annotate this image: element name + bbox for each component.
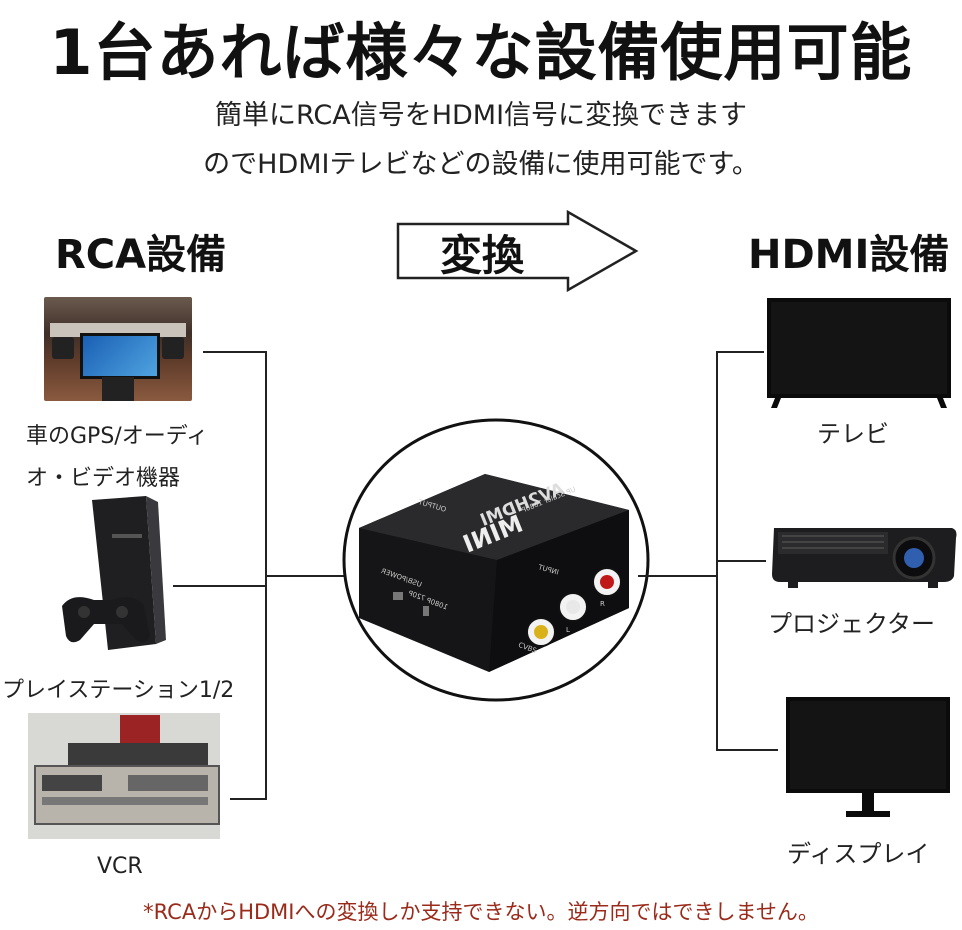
display-icon: [786, 697, 950, 817]
subtitle-line-1: 簡単にRCA信号をHDMI信号に変換できます: [214, 100, 748, 131]
convert-label: 変換: [440, 231, 525, 280]
tv-label: テレビ: [817, 420, 889, 448]
playstation-label: プレイステーション1/2: [2, 678, 235, 703]
display-label: ディスプレイ: [787, 840, 930, 868]
projector-label: プロジェクター: [768, 610, 936, 638]
connector-left-vcr: [230, 798, 267, 800]
page-title: 1台あれば様々な設備使用可能: [49, 16, 913, 89]
car-gps-label-2: オ・ビデオ機器: [26, 466, 181, 491]
footnote: *RCAからHDMIへの変換しか支持できない。逆方向ではできしません。: [143, 900, 819, 924]
connector-right-tv: [716, 351, 764, 353]
subtitle-line-2: のでHDMIテレビなどの設備に使用可能です。: [203, 149, 759, 180]
connector-left-car: [203, 351, 267, 353]
car-gps-image: [44, 297, 192, 401]
playstation-image: [62, 496, 166, 650]
connector-left-ps: [173, 585, 267, 587]
car-gps-label-1: 車のGPS/オーディ: [26, 424, 209, 449]
connector-right-display: [716, 749, 778, 751]
rca-heading: RCA設備: [55, 232, 227, 278]
vcr-label: VCR: [97, 854, 143, 879]
connector-right-main: [638, 575, 718, 577]
hdmi-heading: HDMI設備: [748, 232, 950, 278]
converter-port-l: L: [566, 626, 570, 634]
convert-arrow-icon: [396, 209, 639, 293]
converter-port-r: R: [600, 600, 605, 608]
connector-right-vertical: [716, 351, 718, 751]
connector-left-main: [265, 575, 345, 577]
converter-image: [342, 418, 650, 702]
vcr-image: [28, 713, 220, 839]
tv-icon: [767, 298, 951, 408]
connector-right-projector: [716, 560, 766, 562]
projector-icon: [772, 528, 957, 588]
